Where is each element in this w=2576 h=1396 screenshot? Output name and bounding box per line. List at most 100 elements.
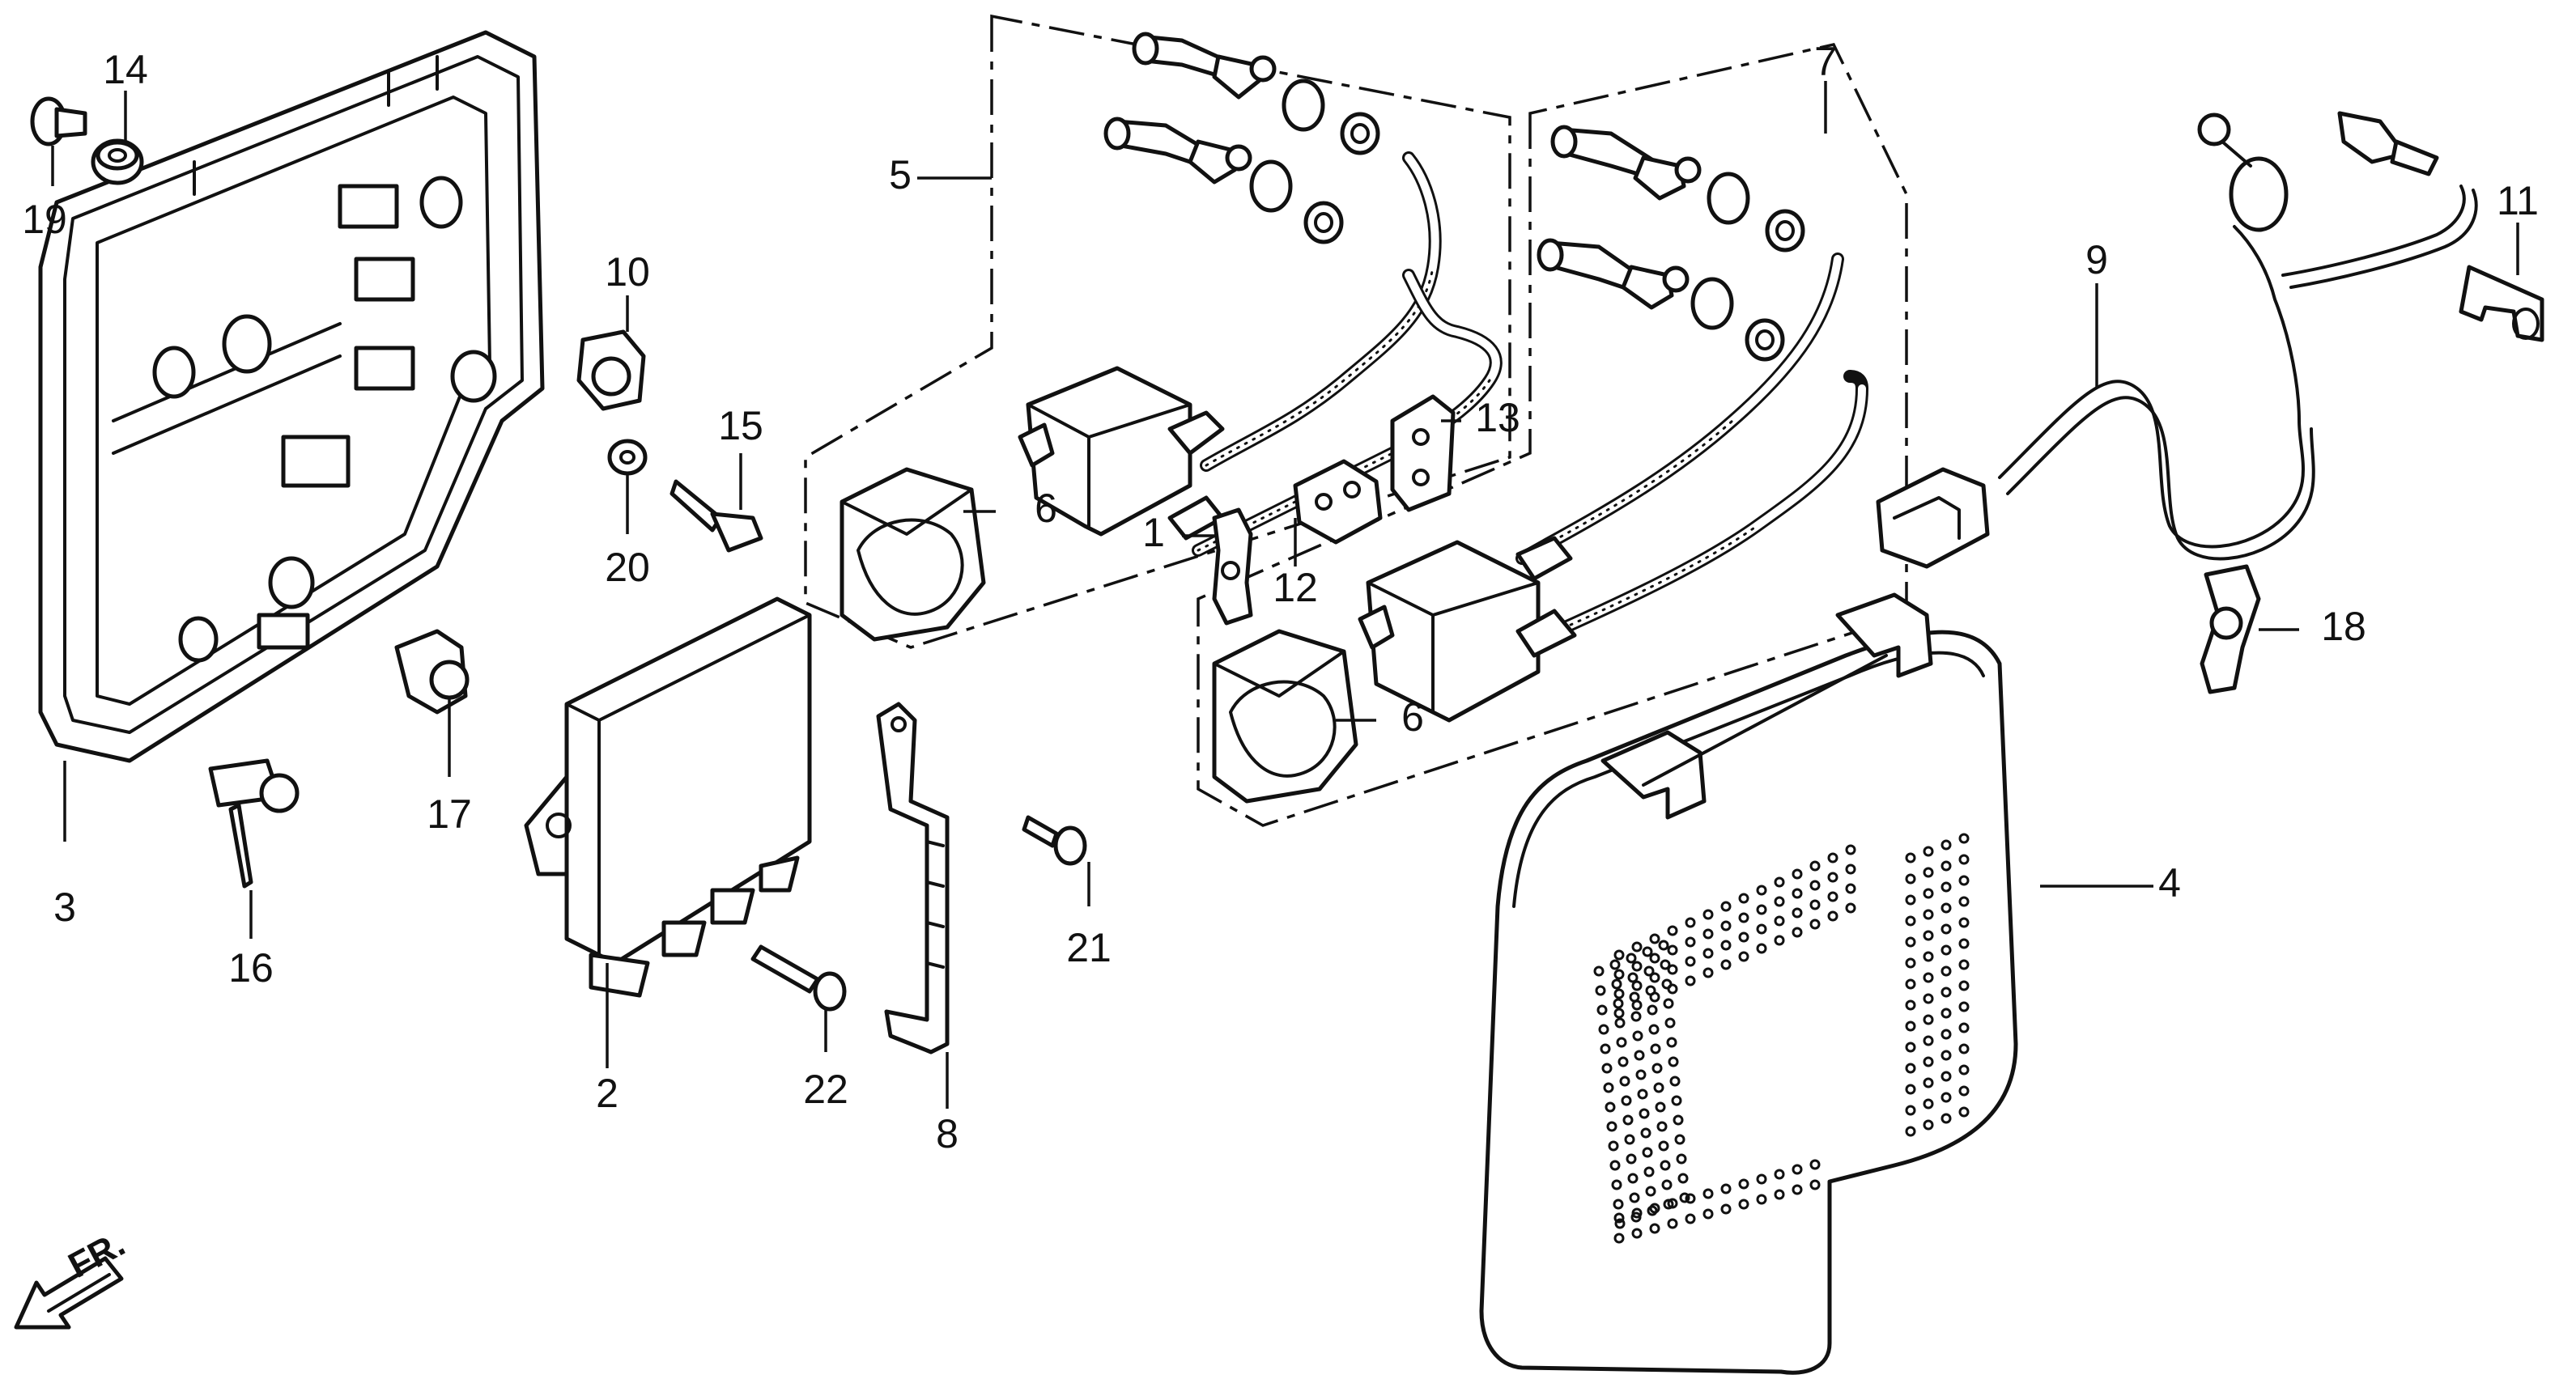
part-12-cable-holder [1293, 459, 1383, 545]
vent-hole [1685, 1193, 1696, 1204]
vent-hole [1941, 1113, 1952, 1124]
vent-hole [1958, 1043, 1970, 1054]
part-6-rubber-mount-upper [840, 467, 986, 642]
vent-hole [1756, 923, 1767, 935]
vent-hole [1738, 951, 1749, 962]
vent-hole [1756, 1194, 1767, 1205]
leader-lines [51, 81, 2519, 1109]
part-16-cable-tie [208, 758, 300, 889]
vent-hole [1958, 854, 1970, 865]
vent-hole [1809, 860, 1821, 872]
callout-20: 20 [605, 545, 650, 590]
part-8-bracket [876, 702, 950, 1054]
vent-hole [1923, 909, 1934, 920]
callout-17: 17 [427, 791, 472, 837]
vent-hole [1667, 1218, 1678, 1229]
vent-hole [1668, 1056, 1679, 1067]
vent-hole [1598, 1024, 1609, 1035]
vent-hole [1941, 1050, 1952, 1061]
vent-hole [1631, 941, 1643, 953]
vent-hole [1774, 915, 1785, 927]
vent-hole [1631, 1228, 1643, 1239]
vent-hole [1905, 1042, 1916, 1053]
part-3-rear-panel [38, 30, 545, 763]
vent-hole [1649, 933, 1660, 944]
vent-hole [1941, 923, 1952, 935]
vent-hole [1809, 919, 1821, 930]
vent-hole [1653, 1082, 1664, 1093]
vent-hole [1608, 1140, 1619, 1152]
vent-hole [1958, 959, 1970, 970]
vent-hole [1941, 1029, 1952, 1040]
vent-hole [1639, 1108, 1650, 1119]
vent-hole [1941, 987, 1952, 998]
vent-hole [1685, 936, 1696, 948]
vent-hole [1905, 1084, 1916, 1095]
vent-hole [1637, 1088, 1648, 1100]
vent-hole [1613, 1212, 1625, 1224]
vent-hole [1679, 1192, 1690, 1203]
part-4-vent-holes [1593, 833, 1970, 1244]
vent-hole [1600, 1043, 1611, 1054]
vent-hole [1845, 902, 1856, 914]
vent-hole [1905, 999, 1916, 1011]
part-18-clamp [2200, 564, 2261, 694]
part-21-bolt [1022, 815, 1087, 866]
callout-10: 10 [605, 249, 650, 295]
part-20-washer [607, 439, 648, 476]
vent-hole [1667, 983, 1678, 995]
vent-hole [1958, 917, 1970, 928]
vent-hole [1613, 949, 1625, 961]
vent-hole [1923, 930, 1934, 941]
callout-18: 18 [2321, 604, 2366, 649]
vent-hole [1601, 1063, 1613, 1074]
vent-hole [1685, 956, 1696, 967]
vent-hole [1622, 1114, 1634, 1126]
vent-hole [1613, 1199, 1624, 1210]
vent-hole [1616, 1037, 1627, 1048]
vent-hole [1905, 1020, 1916, 1032]
vent-hole [1958, 980, 1970, 991]
vent-hole [1649, 972, 1660, 983]
callout-6a: 6 [1035, 486, 1057, 531]
vent-hole [1595, 985, 1606, 996]
vent-hole [1702, 909, 1714, 920]
vent-hole [1720, 1183, 1732, 1194]
vent-hole [1606, 1121, 1617, 1132]
vent-hole [1658, 1140, 1669, 1152]
callout-8: 8 [936, 1111, 959, 1156]
vent-hole [1958, 1022, 1970, 1033]
vent-hole [1629, 1192, 1640, 1203]
vent-hole [1774, 1189, 1785, 1200]
vent-hole [1603, 1082, 1614, 1093]
part-10-clip [576, 329, 646, 411]
vent-hole [1702, 1208, 1714, 1220]
vent-hole [1673, 1114, 1684, 1126]
callout-11: 11 [2497, 178, 2539, 223]
vent-hole [1809, 899, 1821, 910]
vent-hole [1905, 957, 1916, 969]
vent-hole [1774, 896, 1785, 907]
vent-hole [1792, 1184, 1803, 1195]
vent-hole [1658, 940, 1669, 951]
callout-21: 21 [1066, 925, 1112, 970]
vent-hole [1614, 1017, 1626, 1029]
vent-hole [1702, 967, 1714, 978]
vent-hole [1720, 940, 1732, 951]
vent-hole [1656, 1121, 1668, 1132]
vent-hole [1630, 1011, 1642, 1022]
vent-hole [1634, 1050, 1645, 1061]
part-4-cover [1479, 592, 2018, 1375]
vent-hole [1923, 972, 1934, 983]
vent-hole [1649, 953, 1660, 964]
vent-hole [1649, 991, 1660, 1003]
vent-hole [1756, 943, 1767, 954]
vent-hole [1774, 876, 1785, 888]
front-direction-arrow [14, 1256, 124, 1330]
callout-12: 12 [1273, 565, 1318, 610]
vent-hole [1845, 863, 1856, 875]
vent-hole [1632, 1030, 1643, 1042]
vent-hole [1667, 944, 1678, 956]
part-22-bolt [750, 944, 847, 1012]
vent-hole [1685, 917, 1696, 928]
